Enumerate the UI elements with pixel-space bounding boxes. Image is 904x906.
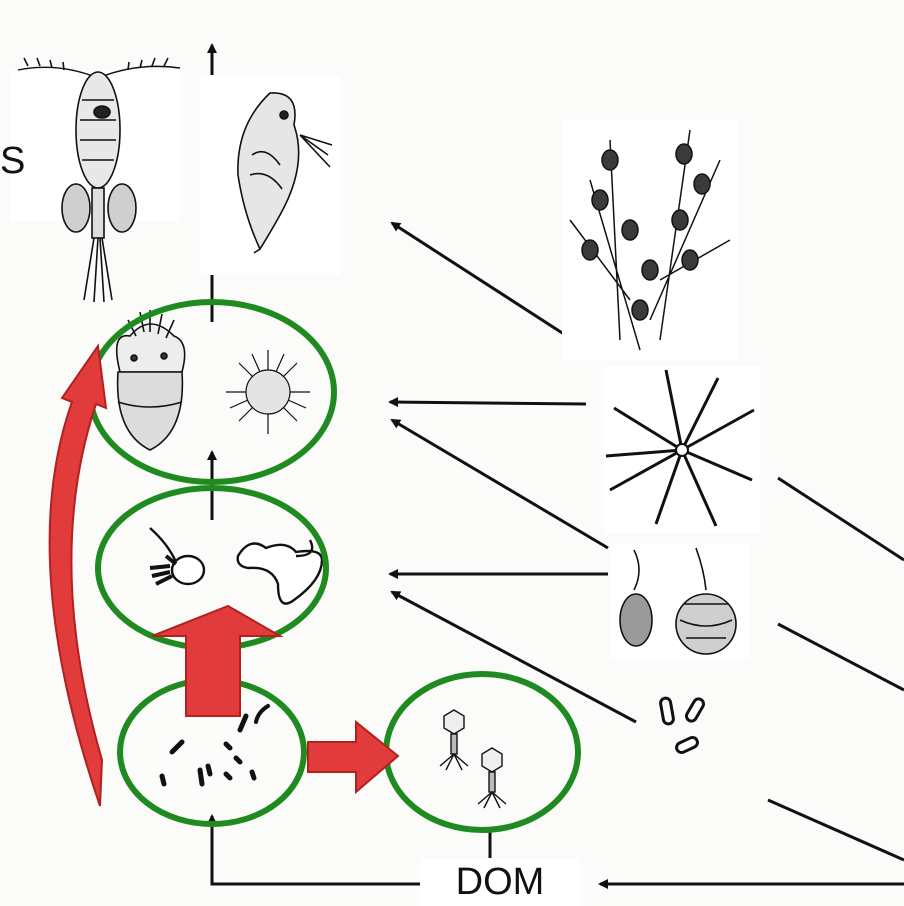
edge-fragment-label: S	[0, 140, 25, 183]
diatom-chain-icon	[562, 120, 738, 360]
cladoceran-icon	[200, 75, 340, 275]
dom-label: DOM	[420, 858, 580, 906]
asterionella-diatom-icon	[604, 366, 760, 534]
arrow-asterionella-to-ciliate	[390, 402, 586, 404]
dinoflagellate-icon	[610, 544, 750, 660]
